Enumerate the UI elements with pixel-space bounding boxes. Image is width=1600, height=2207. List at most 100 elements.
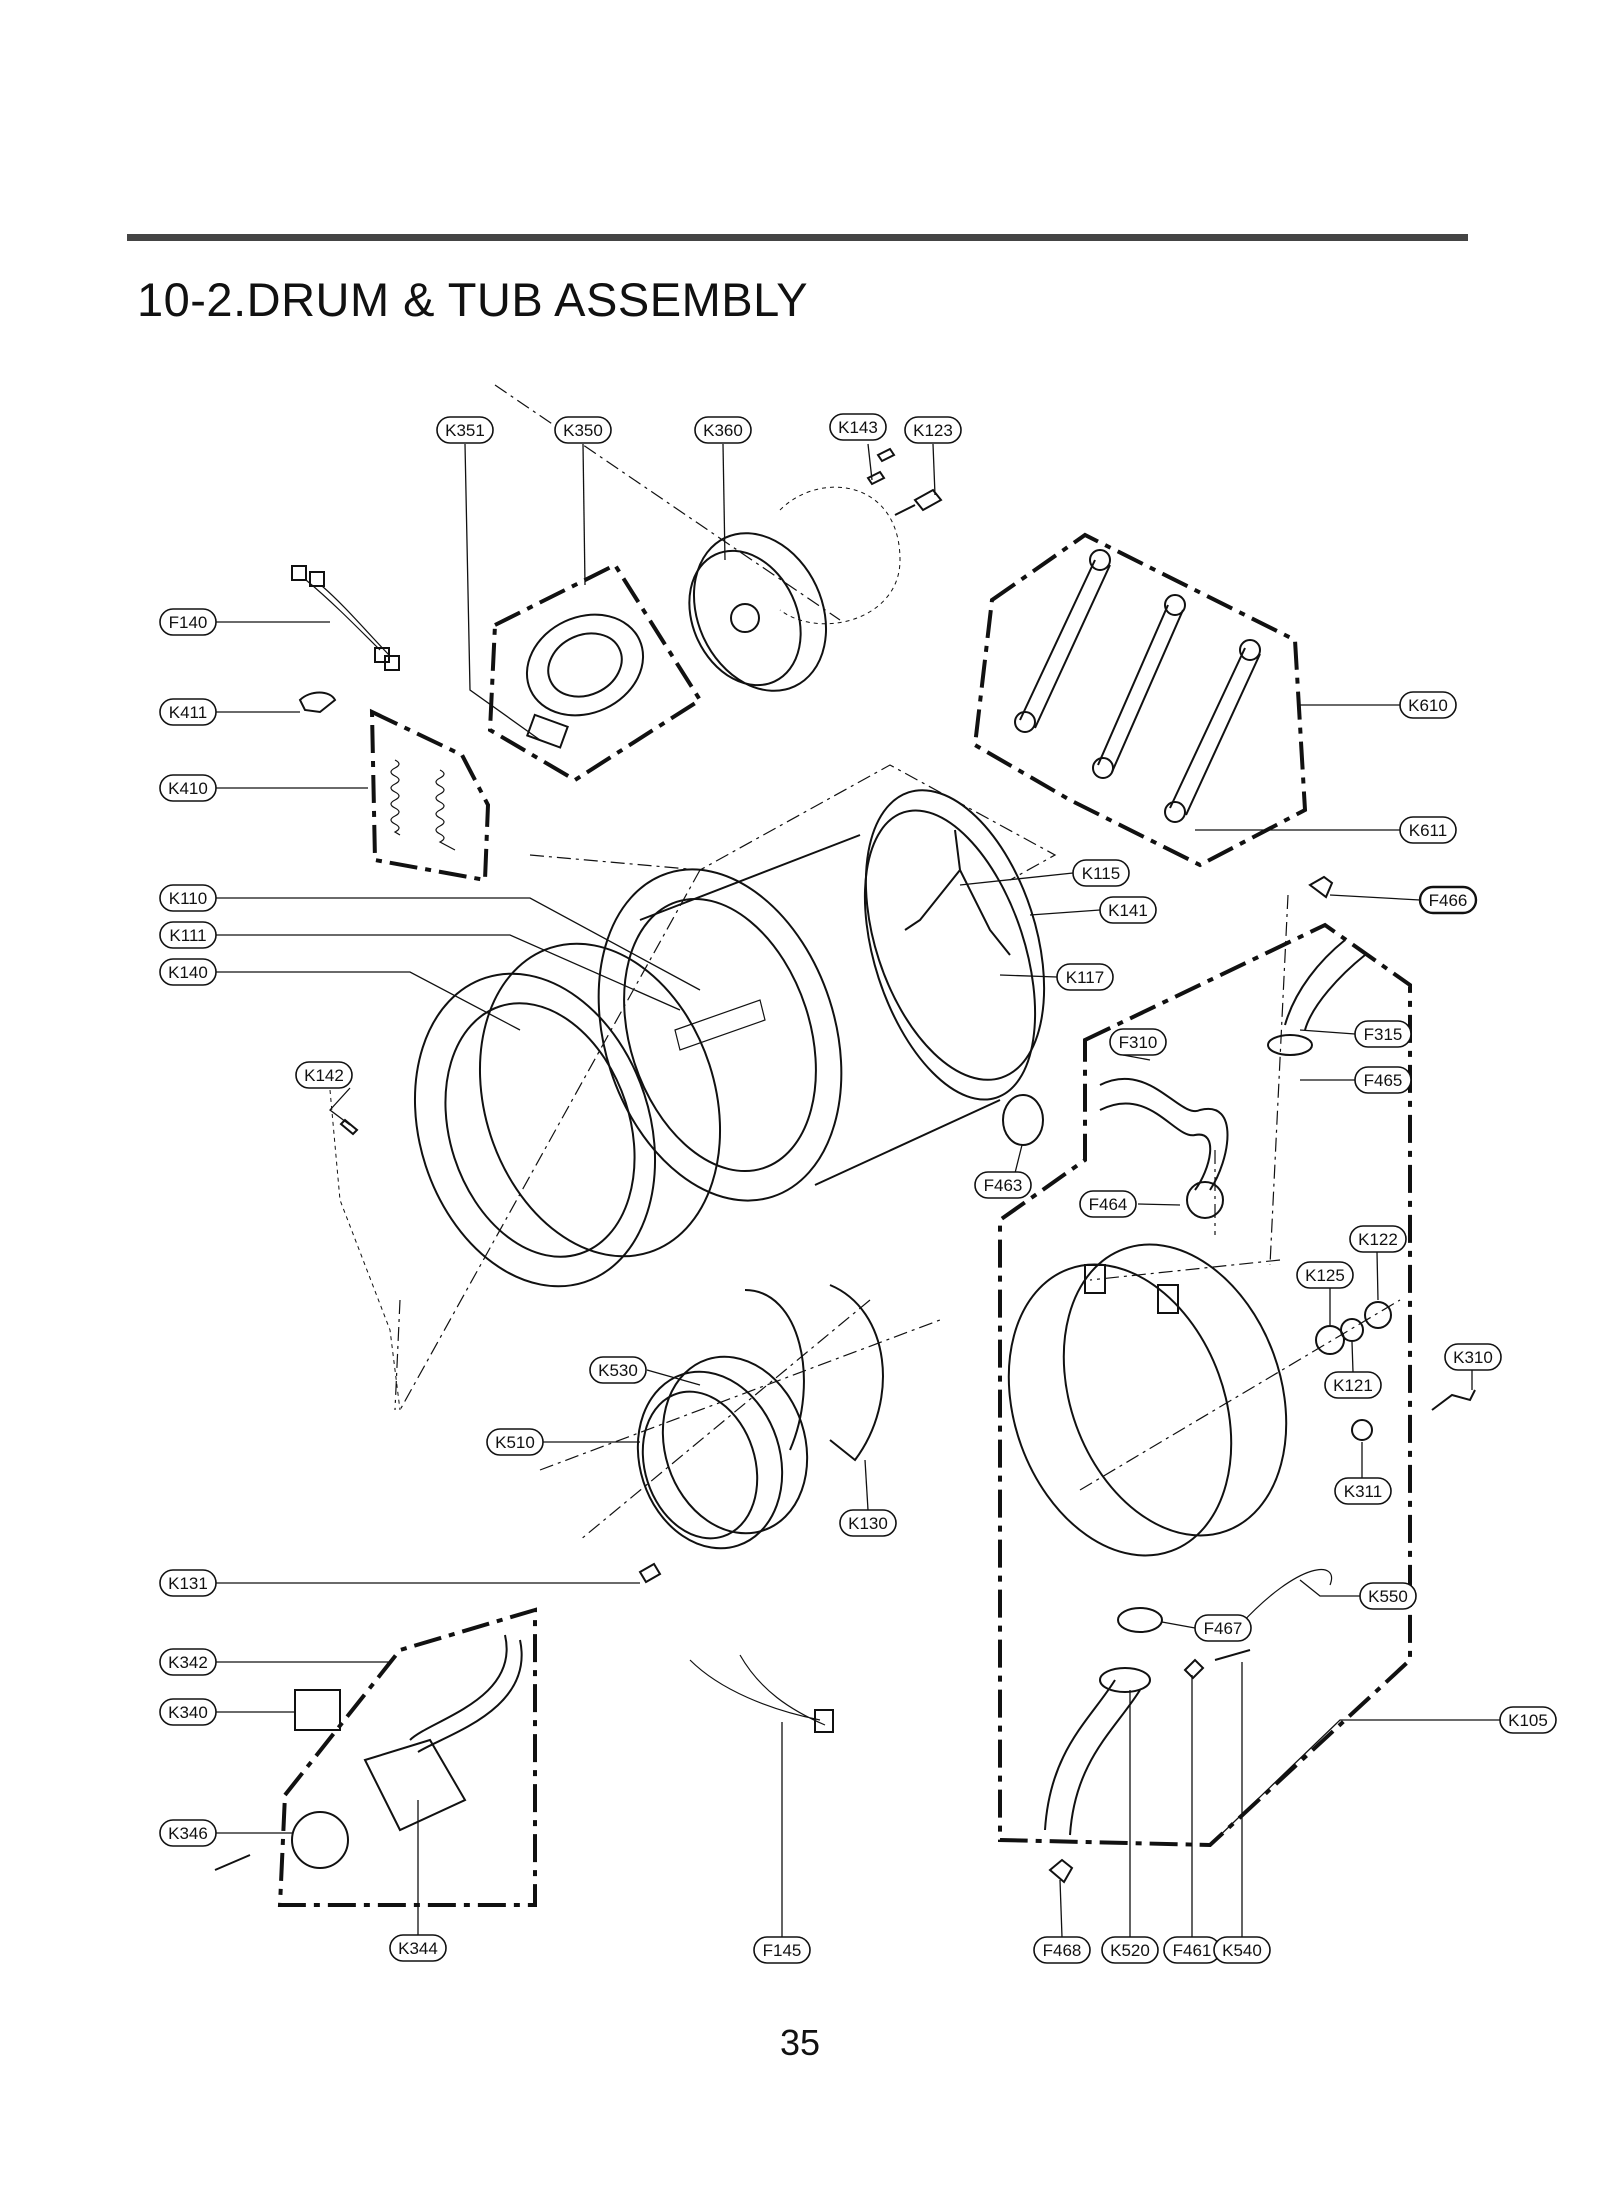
label-text: K411	[169, 703, 207, 722]
callout-labels: K351 K350 K360 K143 K123 F140 K411 K610 …	[159, 413, 1557, 1964]
label-text: K111	[169, 926, 206, 945]
pump-motor-k340	[294, 1689, 341, 1731]
nozzle-k540	[1214, 1649, 1251, 1661]
label-text: K346	[168, 1824, 208, 1843]
label-k342: K342	[159, 1648, 217, 1676]
drum-k110	[597, 809, 1037, 1202]
label-k140: K140	[159, 958, 217, 986]
bolt-k131	[638, 1562, 662, 1584]
label-text: K310	[1453, 1348, 1493, 1367]
seal-k141	[864, 789, 1046, 1081]
label-k410: K410	[159, 774, 217, 802]
label-f140: F140	[159, 608, 217, 636]
label-text: K142	[304, 1066, 344, 1085]
cap-f467	[1117, 1607, 1163, 1633]
door-gasket-k510	[636, 1355, 809, 1550]
label-k550: K550	[1359, 1582, 1417, 1610]
label-k346: K346	[159, 1819, 217, 1847]
pump-body-k344	[363, 1738, 467, 1832]
spider-k115	[904, 829, 1011, 956]
label-text: F467	[1204, 1619, 1243, 1638]
label-k122: K122	[1349, 1225, 1407, 1253]
label-text: K117	[1066, 968, 1104, 987]
seal-k122	[1364, 1301, 1392, 1329]
screw-k346	[214, 1854, 251, 1871]
clamp-f461	[1183, 1658, 1205, 1680]
label-f463: F463	[974, 1171, 1032, 1199]
label-text: F466	[1429, 891, 1468, 910]
wire-harness-f145	[689, 1654, 826, 1726]
label-text: K510	[495, 1433, 535, 1452]
leader-lines	[215, 443, 1500, 1938]
springs-k410	[390, 759, 456, 851]
label-text: K122	[1358, 1230, 1398, 1249]
hose-k550	[1239, 1568, 1333, 1626]
label-k105: K105	[1499, 1706, 1557, 1734]
label-text: K110	[169, 889, 207, 908]
label-text: K340	[168, 1703, 208, 1722]
assembly-axis-lines	[329, 384, 1401, 1541]
label-text: K130	[848, 1514, 888, 1533]
label-k411: K411	[159, 698, 217, 726]
clamp-f465	[1267, 1034, 1313, 1056]
wire-harness-f140	[291, 565, 400, 671]
label-text: K351	[445, 421, 485, 440]
label-text: K115	[1082, 864, 1120, 883]
label-k351: K351	[436, 416, 494, 444]
label-text: K141	[1108, 901, 1148, 920]
label-text: F140	[169, 613, 208, 632]
label-text: K350	[563, 421, 603, 440]
screw-k142	[339, 1118, 359, 1136]
counterweight-k130	[744, 1284, 884, 1462]
label-text: F145	[763, 1941, 802, 1960]
label-f145: F145	[753, 1936, 811, 1964]
label-k115: K115	[1072, 859, 1130, 887]
bush-k311	[1351, 1419, 1373, 1441]
cap-f463	[1002, 1094, 1044, 1146]
bolt-k143	[866, 447, 896, 486]
label-k131: K131	[159, 1569, 217, 1597]
label-k610: K610	[1399, 691, 1457, 719]
label-f466: F466	[1418, 885, 1478, 915]
label-k110: K110	[159, 884, 217, 912]
tub-rear-k105	[1007, 1243, 1288, 1557]
bearing-k125	[1315, 1325, 1345, 1355]
label-k142: K142	[295, 1061, 353, 1089]
bolt-k123	[894, 488, 943, 516]
label-text: K410	[168, 779, 208, 798]
dampers-k610	[1014, 549, 1261, 823]
label-text: K360	[703, 421, 743, 440]
label-f461: F461	[1163, 1936, 1221, 1964]
group-boxes	[277, 532, 1412, 1907]
label-text: K125	[1305, 1266, 1345, 1285]
page-title: 10-2.DRUM & TUB ASSEMBLY	[137, 273, 809, 326]
label-text: K530	[598, 1361, 638, 1380]
label-text: K140	[168, 963, 208, 982]
sensor-k310	[1431, 1389, 1476, 1411]
label-k530: K530	[589, 1356, 647, 1384]
label-f464: F464	[1079, 1190, 1137, 1218]
label-k117: K117	[1056, 963, 1114, 991]
label-k340: K340	[159, 1698, 217, 1726]
label-k611: K611	[1399, 816, 1457, 844]
label-text: K610	[1408, 696, 1448, 715]
group-box-pump	[277, 1607, 537, 1907]
label-f315: F315	[1354, 1020, 1412, 1048]
clip-f466	[1308, 875, 1334, 899]
label-text: K143	[838, 418, 878, 437]
stator-k350	[525, 613, 645, 749]
parts-artwork	[214, 447, 1476, 1884]
group-box-rotor	[487, 562, 703, 783]
filter-cap-k346	[291, 1811, 349, 1869]
rotor-k360	[688, 532, 828, 692]
label-text: F310	[1119, 1033, 1158, 1052]
label-k360: K360	[694, 416, 752, 444]
tub-front-k140	[413, 942, 722, 1288]
label-text: K311	[1344, 1482, 1382, 1501]
label-k121: K121	[1324, 1371, 1382, 1399]
label-k130: K130	[839, 1509, 897, 1537]
clamp-f464	[1186, 1181, 1224, 1219]
hose-k342	[409, 1634, 523, 1753]
label-k311: K311	[1334, 1477, 1392, 1505]
label-f310: F310	[1109, 1028, 1167, 1056]
